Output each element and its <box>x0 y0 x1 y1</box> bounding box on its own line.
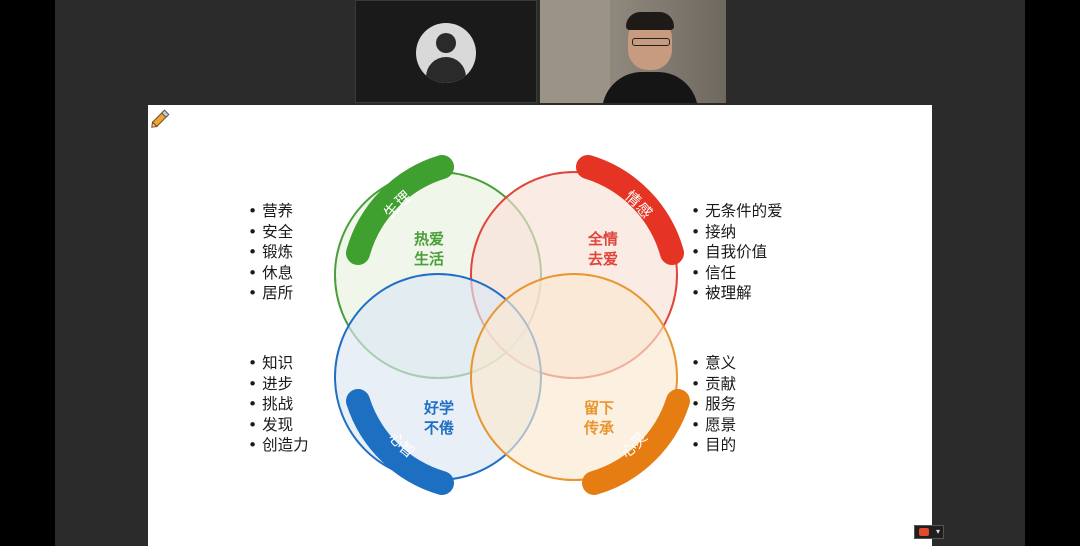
list-item: 目的 <box>691 435 736 456</box>
circle-label-tr-1: 全情 <box>587 230 618 248</box>
list-item: 进步 <box>248 374 309 395</box>
list-top-right: 无条件的爱接纳自我价值信任被理解 <box>691 201 783 304</box>
venn-circle-br <box>470 273 678 481</box>
list-item: 接纳 <box>691 222 783 243</box>
list-item: 服务 <box>691 394 736 415</box>
circle-label-br-1: 留下 <box>584 399 614 417</box>
list-bottom-left: 知识进步挑战发现创造力 <box>248 353 309 456</box>
venn-diagram: 生理 情感 心智 心灵 热爱 生活 全情 去爱 好学 <box>334 155 690 495</box>
list-item: 安全 <box>248 222 293 243</box>
participant-tile-video[interactable] <box>540 0 726 103</box>
circle-label-bl-1: 好学 <box>423 399 454 417</box>
list-item: 锻炼 <box>248 242 293 263</box>
list-item: 被理解 <box>691 283 783 304</box>
list-item: 发现 <box>248 415 309 436</box>
circle-label-tl-1: 热爱 <box>414 230 444 248</box>
list-item: 愿景 <box>691 415 736 436</box>
list-item: 信任 <box>691 263 783 284</box>
list-item: 知识 <box>248 353 309 374</box>
list-item: 自我价值 <box>691 242 783 263</box>
list-bottom-right: 意义贡献服务愿景目的 <box>691 353 736 456</box>
list-item: 创造力 <box>248 435 309 456</box>
circle-label-tr-2: 去爱 <box>588 250 618 268</box>
list-item: 居所 <box>248 283 293 304</box>
list-item: 无条件的爱 <box>691 201 783 222</box>
list-item: 休息 <box>248 263 293 284</box>
circle-label-br-2: 传承 <box>583 419 614 437</box>
list-top-left: 营养安全锻炼休息居所 <box>248 201 293 304</box>
arc-tr: 情感 <box>576 155 684 265</box>
circle-label-bl-2: 不倦 <box>424 419 454 437</box>
pencil-icon[interactable] <box>148 105 174 131</box>
participant-tile-no-video[interactable] <box>355 0 537 103</box>
list-item: 意义 <box>691 353 736 374</box>
circle-label-tl-2: 生活 <box>414 250 444 268</box>
venn-circles <box>334 171 678 481</box>
person-avatar-icon <box>416 23 476 83</box>
list-item: 挑战 <box>248 394 309 415</box>
list-item: 营养 <box>248 201 293 222</box>
app-badge-icon[interactable]: ▾ <box>914 525 944 539</box>
shared-slide: 生理 情感 心智 心灵 热爱 生活 全情 去爱 好学 <box>148 105 932 546</box>
list-item: 贡献 <box>691 374 736 395</box>
